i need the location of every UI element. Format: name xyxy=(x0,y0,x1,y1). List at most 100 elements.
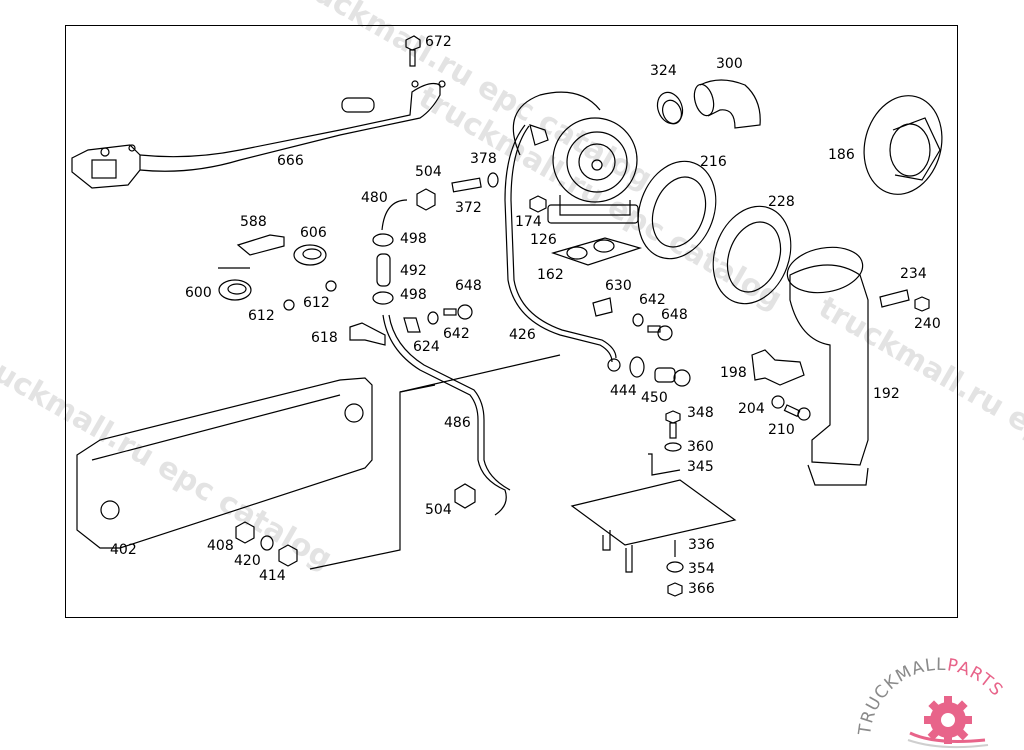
gasket-ring-228-icon xyxy=(712,205,792,305)
screw-648-icon xyxy=(443,304,473,320)
washer-642-icon xyxy=(632,313,644,327)
part-label[interactable]: 204 xyxy=(738,401,765,417)
part-label[interactable]: 126 xyxy=(530,232,557,248)
nut-414-icon xyxy=(278,544,298,567)
seal-ring-444-icon xyxy=(629,356,645,378)
gasket-162-icon xyxy=(551,237,643,266)
part-label[interactable]: 324 xyxy=(650,63,677,79)
part-label[interactable]: 642 xyxy=(443,326,470,342)
bolt-210-icon xyxy=(783,404,811,421)
swoosh-icon xyxy=(909,731,986,743)
bracket-198-icon xyxy=(751,349,805,386)
part-label[interactable]: 366 xyxy=(688,581,715,597)
part-label[interactable]: 450 xyxy=(641,390,668,406)
part-label[interactable]: 630 xyxy=(605,278,632,294)
part-label[interactable]: 234 xyxy=(900,266,927,282)
part-label[interactable]: 354 xyxy=(688,561,715,577)
exhaust-pipe-192-icon xyxy=(786,246,869,486)
part-label[interactable]: 444 xyxy=(610,383,637,399)
clip-624-icon xyxy=(403,317,421,333)
part-label[interactable]: 345 xyxy=(687,459,714,475)
part-label[interactable]: 492 xyxy=(400,263,427,279)
plate-234-icon xyxy=(879,289,910,308)
cover-402-icon xyxy=(76,377,373,549)
banjo-444-icon xyxy=(607,358,621,372)
part-label[interactable]: 612 xyxy=(303,295,330,311)
swoosh-icon xyxy=(907,739,989,749)
part-label[interactable]: 600 xyxy=(185,285,212,301)
part-label[interactable]: 372 xyxy=(455,200,482,216)
pipe-666-icon xyxy=(71,80,446,189)
washer-642-icon xyxy=(427,311,439,325)
part-label[interactable]: 420 xyxy=(234,553,261,569)
bracket-618-icon xyxy=(349,322,386,346)
hose-clamp-324-icon xyxy=(656,91,684,125)
clip-630-icon xyxy=(592,297,613,317)
gear-icon xyxy=(924,696,972,744)
nut-504-icon xyxy=(454,483,476,509)
part-label[interactable]: 498 xyxy=(400,231,427,247)
elbow-hose-300-icon xyxy=(693,79,761,129)
clamp-498-icon xyxy=(372,233,394,247)
washer-204-icon xyxy=(771,395,785,409)
washer-420-icon xyxy=(260,535,274,551)
leader-line xyxy=(399,354,561,393)
part-label[interactable]: 624 xyxy=(413,339,440,355)
part-label[interactable]: 672 xyxy=(425,34,452,50)
banjo-bolt-450-icon xyxy=(654,367,691,387)
nut-504-icon xyxy=(416,188,436,211)
clip-606-icon xyxy=(293,244,327,266)
part-label[interactable]: 618 xyxy=(311,330,338,346)
part-label[interactable]: 402 xyxy=(110,542,137,558)
part-label[interactable]: 414 xyxy=(259,568,286,584)
part-label[interactable]: 480 xyxy=(361,190,388,206)
part-label[interactable]: 486 xyxy=(444,415,471,431)
part-label[interactable]: 408 xyxy=(207,538,234,554)
part-label[interactable]: 612 xyxy=(248,308,275,324)
gasket-ring-216-icon xyxy=(637,160,717,260)
hose-480-icon xyxy=(381,199,408,231)
nut-408-icon xyxy=(235,521,255,544)
connector-372-icon xyxy=(451,177,482,193)
clamp-498-icon xyxy=(372,291,394,305)
part-label[interactable]: 648 xyxy=(661,307,688,323)
part-label[interactable]: 240 xyxy=(914,316,941,332)
part-label[interactable]: 504 xyxy=(425,502,452,518)
bracket-588-icon xyxy=(236,234,285,256)
part-label[interactable]: 666 xyxy=(277,153,304,169)
part-label[interactable]: 300 xyxy=(716,56,743,72)
screw-648-icon xyxy=(647,325,673,341)
part-label[interactable]: 174 xyxy=(515,214,542,230)
oil-pipe-486-icon xyxy=(382,314,511,516)
part-label[interactable]: 216 xyxy=(700,154,727,170)
part-label[interactable]: 606 xyxy=(300,225,327,241)
truckmall-parts-logo: TRUCKMALLPARTS xyxy=(855,655,1006,749)
seal-378-icon xyxy=(487,172,499,188)
turbocharger-icon xyxy=(512,91,639,224)
part-label[interactable]: 360 xyxy=(687,439,714,455)
part-label[interactable]: 648 xyxy=(455,278,482,294)
part-label[interactable]: 504 xyxy=(415,164,442,180)
part-label[interactable]: 162 xyxy=(537,267,564,283)
part-label[interactable]: 348 xyxy=(687,405,714,421)
part-label[interactable]: 192 xyxy=(873,386,900,402)
part-label[interactable]: 228 xyxy=(768,194,795,210)
bolt-348-icon xyxy=(665,410,681,439)
part-label[interactable]: 336 xyxy=(688,537,715,553)
screw-612-icon xyxy=(283,299,295,311)
washer-360-icon xyxy=(664,442,682,452)
clip-345-icon xyxy=(648,453,681,476)
part-label[interactable]: 642 xyxy=(639,292,666,308)
nut-240-icon xyxy=(914,296,930,312)
bolt-672-icon xyxy=(405,35,421,67)
part-label[interactable]: 588 xyxy=(240,214,267,230)
part-label[interactable]: 498 xyxy=(400,287,427,303)
part-label[interactable]: 426 xyxy=(509,327,536,343)
part-label[interactable]: 378 xyxy=(470,151,497,167)
clip-600-icon xyxy=(218,279,252,301)
part-label[interactable]: 210 xyxy=(768,422,795,438)
part-label[interactable]: 186 xyxy=(828,147,855,163)
nut-366-icon xyxy=(667,582,683,597)
part-label[interactable]: 198 xyxy=(720,365,747,381)
